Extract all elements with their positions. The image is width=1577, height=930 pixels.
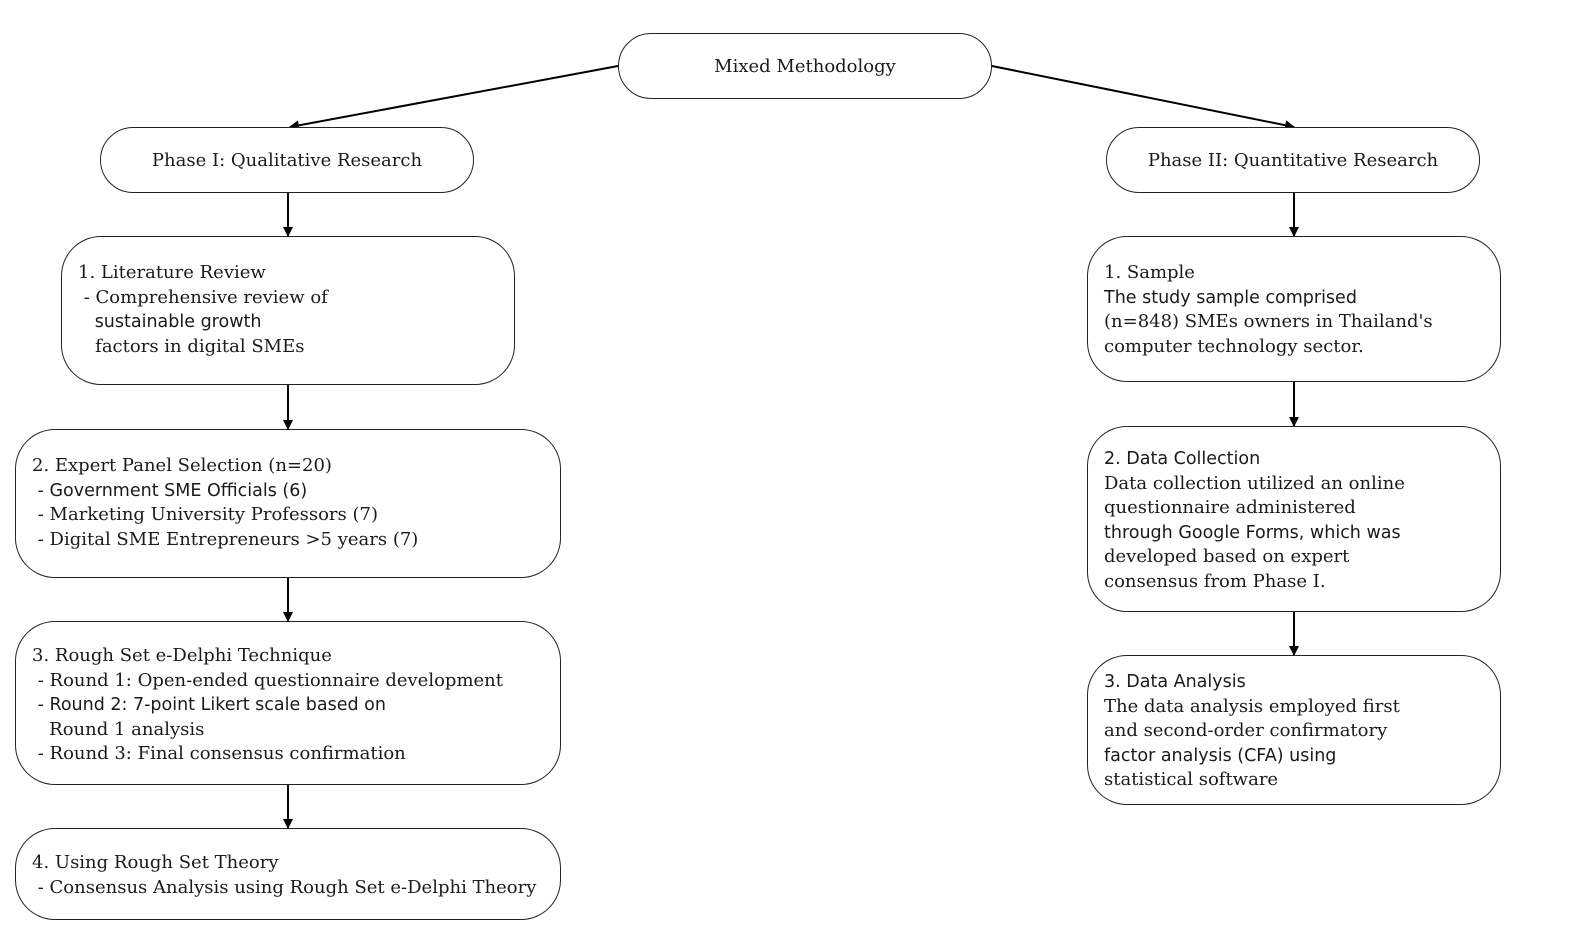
step-line: - Round 1: Open-ended questionnaire deve… xyxy=(32,669,503,691)
phase1-step-rough-set-delphi: 3. Rough Set e-Delphi Technique - Round … xyxy=(15,621,561,785)
step-line: consensus from Phase I. xyxy=(1104,570,1326,592)
step-line: - Comprehensive review of xyxy=(78,286,328,308)
step-line: 4. Using Rough Set Theory xyxy=(32,852,279,873)
step-line: Data collection utilized an online xyxy=(1104,472,1405,494)
step-line: - Round 2: 7-point Likert scale based on xyxy=(32,695,386,715)
step-line: 3. Rough Set e-Delphi Technique xyxy=(32,645,332,666)
step-line: Round 1 analysis xyxy=(32,718,205,740)
phase1-step-expert-panel: 2. Expert Panel Selection (n=20) - Gover… xyxy=(15,429,561,578)
step-line: The data analysis employed first xyxy=(1104,695,1400,717)
step-line: 3. Data Analysis xyxy=(1104,672,1246,692)
phase2-step-data-analysis: 3. Data Analysis The data analysis emplo… xyxy=(1087,655,1501,805)
phase2-step-sample: 1. Sample The study sample comprised (n=… xyxy=(1087,236,1501,382)
phase1-step-literature-review: 1. Literature Review - Comprehensive rev… xyxy=(61,236,515,385)
step-line: 2. Expert Panel Selection (n=20) xyxy=(32,455,332,476)
step-line: sustainable growth xyxy=(78,312,262,332)
step-line: 2. Data Collection xyxy=(1104,449,1261,469)
phase1-step-rough-set-theory: 4. Using Rough Set Theory - Consensus An… xyxy=(15,828,561,920)
mixed-methodology-label: Mixed Methodology xyxy=(714,55,896,77)
step-line: - Government SME Officials (6) xyxy=(32,480,308,501)
arrow-root-to-phase2 xyxy=(991,65,1295,131)
phase1-label: Phase I: Qualitative Research xyxy=(151,149,423,171)
phase1-node: Phase I: Qualitative Research xyxy=(100,127,474,193)
step-line: statistical software xyxy=(1104,769,1279,790)
mixed-methodology-node: Mixed Methodology xyxy=(618,33,992,99)
step-line: - Digital SME Entrepreneurs >5 years (7) xyxy=(32,528,419,550)
step-line: and second-order confirmatory xyxy=(1104,720,1388,741)
phase2-step-data-collection: 2. Data Collection Data collection utili… xyxy=(1087,426,1501,612)
step-line: developed based on expert xyxy=(1104,546,1350,567)
step-line: - Consensus Analysis using Rough Set e-D… xyxy=(32,876,537,898)
step-line: factors in digital SMEs xyxy=(78,335,305,357)
step-line: The study sample comprised xyxy=(1104,287,1357,308)
step-line: - Marketing University Professors (7) xyxy=(32,504,378,525)
step-line: questionnaire administered xyxy=(1104,497,1356,518)
step-line: through Google Forms, which was xyxy=(1104,522,1401,543)
step-line: (n=848) SMEs owners in Thailand's xyxy=(1104,311,1433,332)
arrow-root-to-phase1 xyxy=(289,65,619,131)
phase2-label: Phase II: Quantitative Research xyxy=(1147,149,1439,171)
step-line: computer technology sector. xyxy=(1104,335,1364,357)
step-line: 1. Sample xyxy=(1104,262,1195,283)
step-line: 1. Literature Review xyxy=(78,262,266,283)
phase2-node: Phase II: Quantitative Research xyxy=(1106,127,1480,193)
step-line: - Round 3: Final consensus confirmation xyxy=(32,743,406,764)
step-line: factor analysis (CFA) using xyxy=(1104,745,1337,766)
